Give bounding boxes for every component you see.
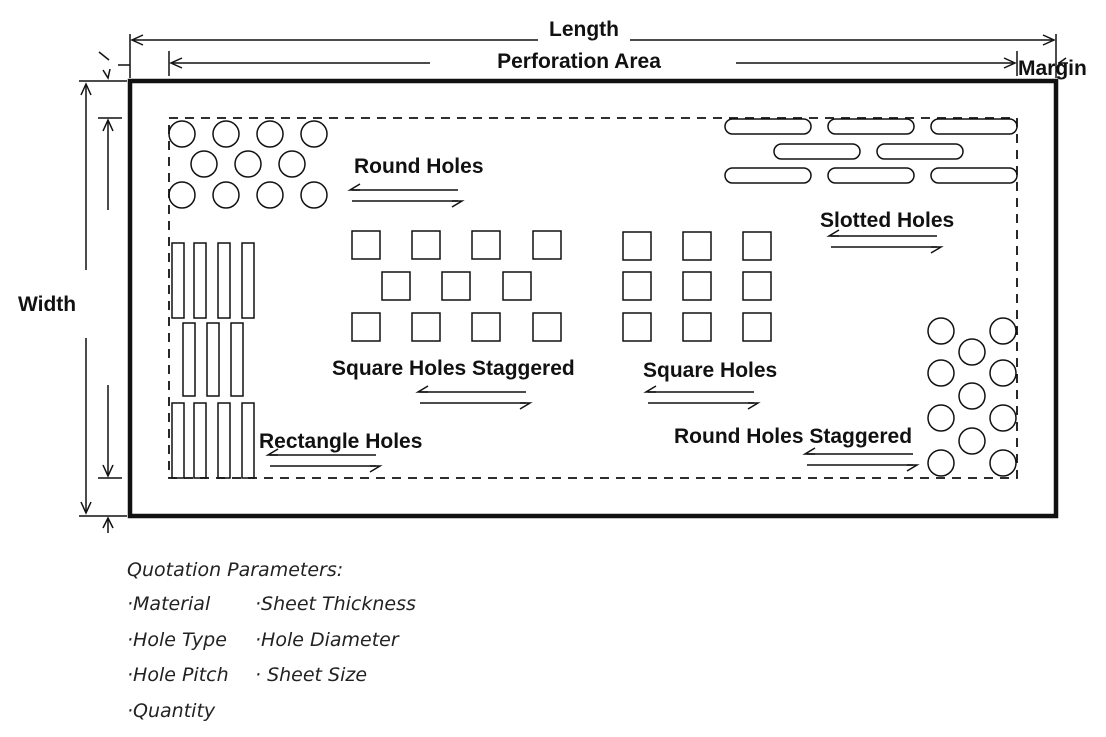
rectangle-holes-pattern [171, 242, 255, 479]
round-holes-staggered-direction-arrow [802, 447, 920, 472]
length-label: Length [549, 18, 619, 41]
square-holes-label: Square Holes [643, 359, 777, 382]
rectangle-holes-label: Rectangle Holes [259, 430, 422, 453]
param-quantity: ·Quantity [127, 699, 216, 722]
perforation-area-label: Perforation Area [497, 50, 661, 73]
length-dimension-line [129, 34, 1057, 78]
margin-label: Margin [1018, 57, 1087, 80]
round-holes-direction-arrow [347, 183, 465, 208]
param-hole-diameter: ·Hole Diameter [255, 628, 399, 651]
perforation-dimension-line [168, 51, 1018, 76]
square-holes-staggered-label: Square Holes Staggered [332, 357, 575, 380]
param-hole-type: ·Hole Type [127, 628, 227, 651]
square-holes-direction-arrow [643, 385, 761, 410]
width-dimension-line [79, 80, 127, 517]
slotted-holes-pattern [724, 118, 1018, 184]
rectangle-holes-direction-arrow [265, 448, 383, 473]
param-sheet-thickness: ·Sheet Thickness [255, 593, 416, 615]
square-holes-pattern [622, 231, 772, 342]
slotted-holes-label: Slotted Holes [820, 209, 954, 232]
sheet-outline [127, 78, 1059, 519]
param-sheet-size: · Sheet Size [255, 664, 368, 686]
square-holes-staggered-pattern [351, 230, 562, 342]
square-holes-staggered-direction-arrow [415, 385, 533, 410]
width-label: Width [18, 293, 76, 316]
param-material: ·Material [127, 593, 211, 615]
perforation-area-outline [168, 117, 1018, 479]
round-holes-staggered-label: Round Holes Staggered [674, 425, 912, 448]
param-hole-pitch: ·Hole Pitch [127, 664, 229, 686]
quotation-parameters-title: Quotation Parameters: [127, 559, 344, 581]
round-holes-staggered-pattern [927, 317, 1017, 477]
round-holes-pattern [168, 120, 328, 209]
margin-indicator [98, 51, 1068, 80]
round-holes-label: Round Holes [354, 155, 484, 178]
quotation-parameters: Quotation Parameters: ·Material ·Sheet Th… [127, 554, 416, 729]
perforation-height-dimension-line [98, 117, 122, 533]
slotted-holes-direction-arrow [826, 229, 944, 254]
